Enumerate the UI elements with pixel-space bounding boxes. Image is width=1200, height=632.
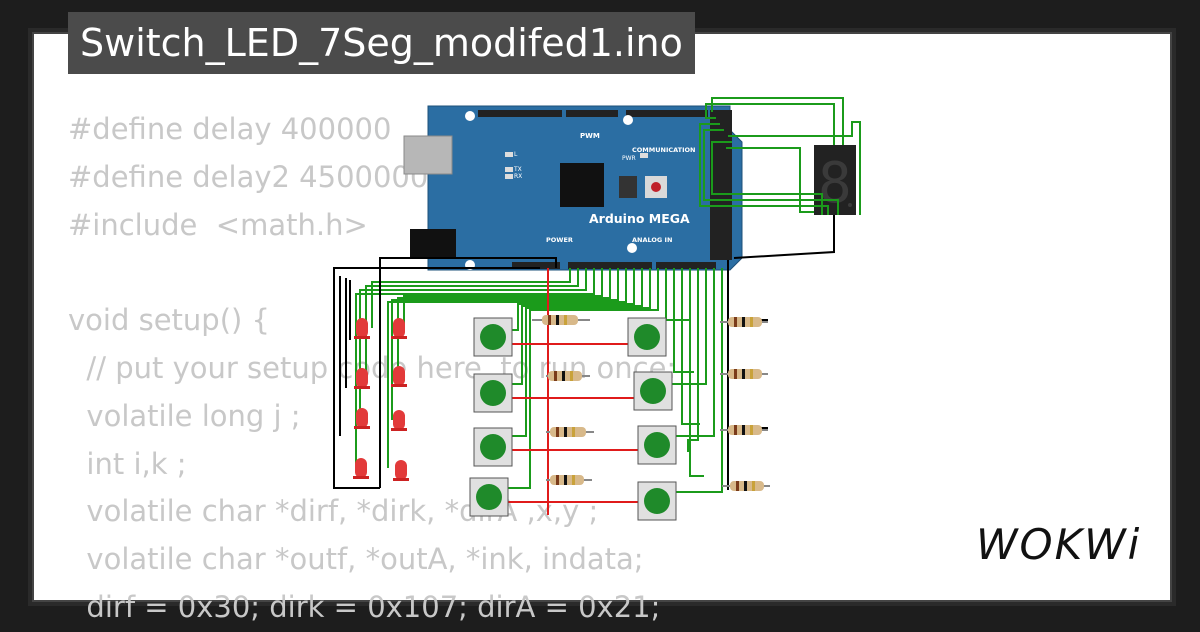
board-name: Arduino MEGA bbox=[589, 211, 690, 226]
red-led[interactable] bbox=[354, 368, 370, 389]
red-led[interactable] bbox=[391, 318, 407, 339]
microcontroller-chip bbox=[560, 163, 604, 207]
pushbutton[interactable] bbox=[469, 477, 509, 517]
pushbutton[interactable] bbox=[473, 373, 513, 413]
resistor[interactable] bbox=[546, 475, 592, 485]
seven-segment-ground-wire bbox=[733, 215, 835, 259]
arduino-mega-board[interactable]: L TX RX PWR PWM COMMUNICATION Arduino ME… bbox=[427, 105, 743, 271]
code-line: volatile char *outf, *outA, *ink, indata… bbox=[68, 542, 644, 577]
seven-segment-wires bbox=[699, 97, 861, 215]
pushbutton[interactable] bbox=[637, 481, 677, 521]
resistor[interactable] bbox=[720, 369, 768, 379]
l-label: L bbox=[514, 151, 518, 158]
wokwi-logo: WOKWi bbox=[976, 520, 1142, 569]
pushbutton[interactable] bbox=[473, 427, 513, 467]
red-led[interactable] bbox=[391, 410, 407, 431]
red-led[interactable] bbox=[354, 408, 370, 429]
pushbutton[interactable] bbox=[637, 425, 677, 465]
usb-port-icon bbox=[403, 135, 453, 175]
code-line: dirf = 0x30; dirk = 0x107; dirA = 0x21; bbox=[68, 589, 661, 624]
pushbutton[interactable] bbox=[633, 371, 673, 411]
code-preview: #define delay 400000#define delay2 45000… bbox=[68, 106, 676, 632]
resistor[interactable] bbox=[722, 481, 770, 491]
resistor[interactable] bbox=[720, 425, 768, 435]
red-led[interactable] bbox=[353, 458, 369, 479]
red-led[interactable] bbox=[354, 318, 370, 339]
power-jack-icon bbox=[410, 229, 456, 259]
project-title: Switch_LED_7Seg_modifed1.ino bbox=[68, 12, 695, 74]
pwr-label: PWR bbox=[622, 155, 636, 162]
resistor[interactable] bbox=[546, 427, 594, 437]
red-led[interactable] bbox=[393, 460, 409, 481]
io-wires bbox=[355, 268, 723, 493]
code-line: void setup() { bbox=[68, 303, 270, 338]
pushbutton[interactable] bbox=[627, 317, 667, 357]
power-wires bbox=[508, 268, 640, 515]
code-line: #define delay 400000 bbox=[68, 112, 392, 146]
analog-in-label: ANALOG IN bbox=[632, 236, 672, 244]
resistor-group bbox=[532, 315, 770, 491]
led-group bbox=[353, 318, 409, 481]
rx-label: RX bbox=[514, 173, 522, 180]
communication-label: COMMUNICATION bbox=[632, 146, 695, 154]
resistor[interactable] bbox=[546, 371, 590, 381]
code-line: #include <math.h> bbox=[68, 207, 368, 242]
code-line: volatile long j ; bbox=[68, 398, 301, 433]
power-label: POWER bbox=[546, 236, 573, 244]
code-line: int i,k ; bbox=[68, 446, 187, 481]
pushbutton[interactable] bbox=[473, 317, 513, 357]
pushbutton-group bbox=[469, 317, 677, 521]
red-led[interactable] bbox=[391, 366, 407, 387]
pwm-label: PWM bbox=[580, 132, 600, 140]
resistor[interactable] bbox=[720, 317, 768, 327]
resistor[interactable] bbox=[532, 315, 590, 325]
tx-label: TX bbox=[513, 166, 522, 173]
